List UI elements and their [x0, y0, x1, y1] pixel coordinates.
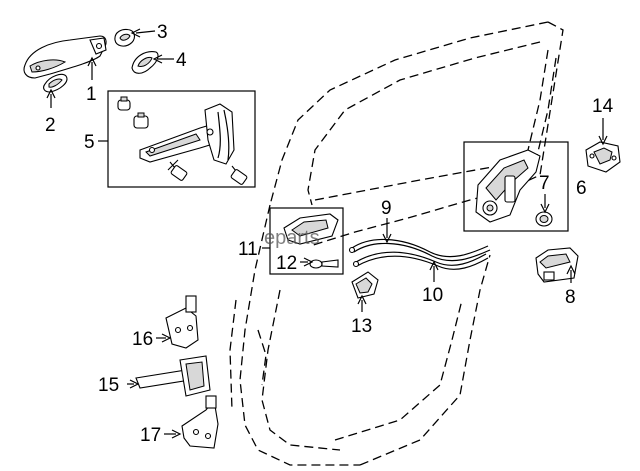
frame-pad — [131, 51, 159, 74]
callout-3: 3 — [157, 22, 168, 43]
handle-cap — [114, 28, 136, 47]
frame-screw-right — [230, 165, 248, 185]
outside-door-handle — [23, 35, 107, 79]
inside-handle-box — [269, 207, 344, 275]
callout-6: 6 — [576, 178, 587, 199]
callout-9: 9 — [381, 198, 392, 219]
callout-17: 17 — [140, 425, 161, 446]
callout-16: 16 — [132, 329, 153, 350]
lock-grommet — [535, 211, 553, 227]
handle-screw — [309, 259, 339, 269]
callout-2: 2 — [45, 115, 56, 136]
callout-8: 8 — [565, 287, 576, 308]
lock-cable-lower — [352, 251, 489, 270]
frame-clip-lower — [133, 112, 149, 129]
door-striker — [585, 141, 621, 173]
door-lock-box — [463, 141, 569, 232]
callout-14: 14 — [592, 96, 614, 117]
door-hinge-upper — [165, 295, 199, 349]
leader-lines — [46, 28, 608, 439]
callout-4: 4 — [176, 50, 187, 71]
handle-frame — [139, 103, 235, 165]
lock-cable-upper — [348, 238, 491, 262]
callout-10: 10 — [422, 285, 443, 306]
watermark-text: eparts — [264, 227, 320, 249]
callout-12: 12 — [276, 253, 297, 274]
handle-pad — [43, 73, 68, 93]
frame-screw-left — [167, 159, 188, 181]
inside-handle — [283, 213, 339, 245]
lock-cover — [535, 247, 579, 283]
callout-7: 7 — [539, 173, 550, 194]
door-check — [135, 355, 211, 397]
frame-clip-upper — [117, 96, 131, 111]
door-hinge-lower — [181, 395, 219, 449]
callout-5: 5 — [84, 132, 95, 153]
frame-assembly-box — [107, 90, 256, 188]
callout-11: 11 — [238, 239, 258, 260]
callout-1: 1 — [86, 84, 97, 105]
callout-13: 13 — [351, 316, 372, 337]
callout-15: 15 — [98, 375, 119, 396]
door-lock — [475, 149, 541, 223]
handle-bezel — [351, 271, 379, 299]
callout-numbers: 1 2 3 4 5 6 7 8 9 10 11 12 13 14 15 16 1… — [45, 22, 614, 446]
